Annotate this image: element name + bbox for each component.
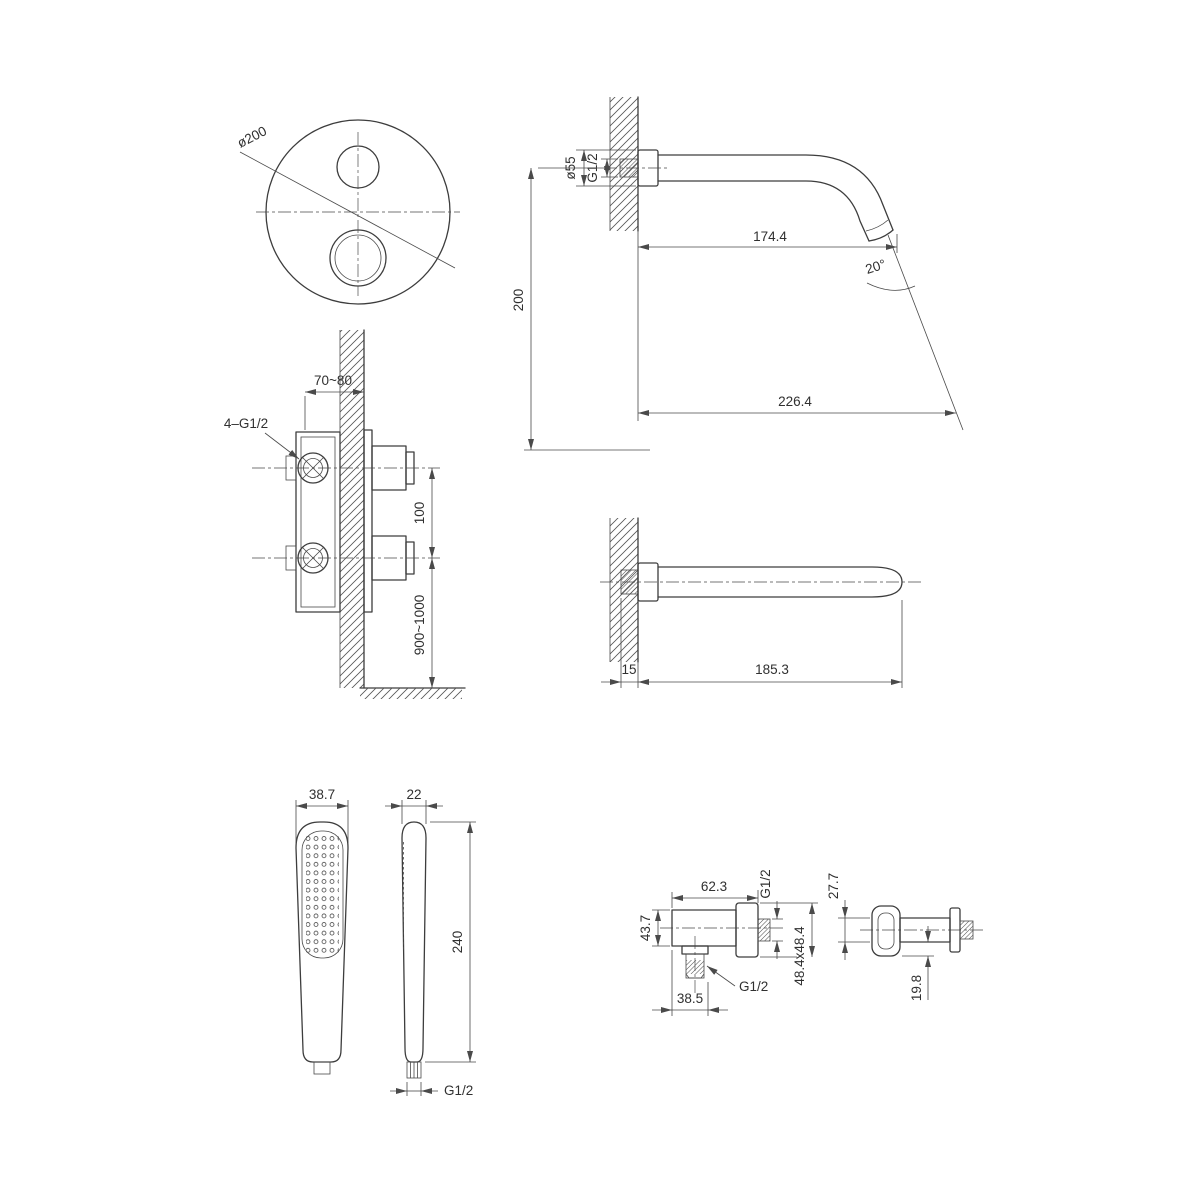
holder-dimensions: 27.7 19.8 [826,873,934,1001]
dim-holder-depth: 27.7 [826,873,841,899]
dim-elbow-stub-width: 38.5 [677,991,703,1006]
dim-elbow-plate-size: 48.4x48.4 [792,926,807,986]
dim-shower-length: 240 [450,931,465,954]
dim-trim-diameter: ø200 [235,123,269,150]
hand-shower-dimensions: 38.7 22 240 G1/2 [295,787,476,1098]
dim-spout-stream-reach: 226.4 [778,394,812,409]
hand-shower-side [401,821,427,1079]
dim-elbow-height: 43.7 [638,915,653,941]
curved-spout-dimensions: ø55 G1/2 174.4 20° 200 226.4 [511,149,964,451]
straight-spout-dimensions: 15 185.3 [601,598,903,688]
holder-view: 27.7 19.8 [826,873,984,1001]
elbow-view: 62.3 43.7 G1/2 48.4x48.4 38.5 G1/2 [638,869,818,1016]
holder-body [860,905,984,957]
curved-spout-view: ø55 G1/2 174.4 20° 200 226.4 [511,96,964,451]
trim-plate-outline [256,119,460,305]
dim-spout2-wall: 15 [621,662,636,677]
elbow-body [660,902,786,994]
straight-spout-view: 15 185.3 [600,517,922,688]
valve-body [252,429,440,613]
dim-valve-mount-height: 900~1000 [412,595,427,655]
hand-shower-view: 38.7 22 240 G1/2 [295,787,476,1098]
dim-valve-depth: 70~80 [314,373,352,388]
dim-spout2-reach: 185.3 [755,662,789,677]
dim-shower-width: 38.7 [309,787,335,802]
dim-elbow-outlet-thread: G1/2 [739,979,768,994]
trim-plate-view: ø200 [235,119,460,305]
dim-shower-depth: 22 [406,787,421,802]
dim-spout-angle: 20° [864,256,888,277]
valve-view: 70~80 4–G1/2 100 900~1000 [224,329,466,699]
dim-shower-thread: G1/2 [444,1083,473,1098]
straight-spout-body [600,562,922,602]
valve-wall [339,329,466,699]
dim-spout-reach: 174.4 [753,229,787,244]
elbow-dimensions: 62.3 43.7 G1/2 48.4x48.4 38.5 G1/2 [638,869,818,1016]
dim-holder-width: 19.8 [909,975,924,1001]
dim-elbow-thread-wall: G1/2 [758,869,773,898]
valve-dimensions: 70~80 4–G1/2 100 900~1000 [224,373,435,688]
dim-valve-connections: 4–G1/2 [224,416,268,431]
hand-shower-front [295,821,349,1075]
curved-spout-body [604,149,894,242]
dim-spout-height: 200 [511,289,526,312]
dim-elbow-width: 62.3 [701,879,727,894]
dim-valve-port-spacing: 100 [412,502,427,525]
